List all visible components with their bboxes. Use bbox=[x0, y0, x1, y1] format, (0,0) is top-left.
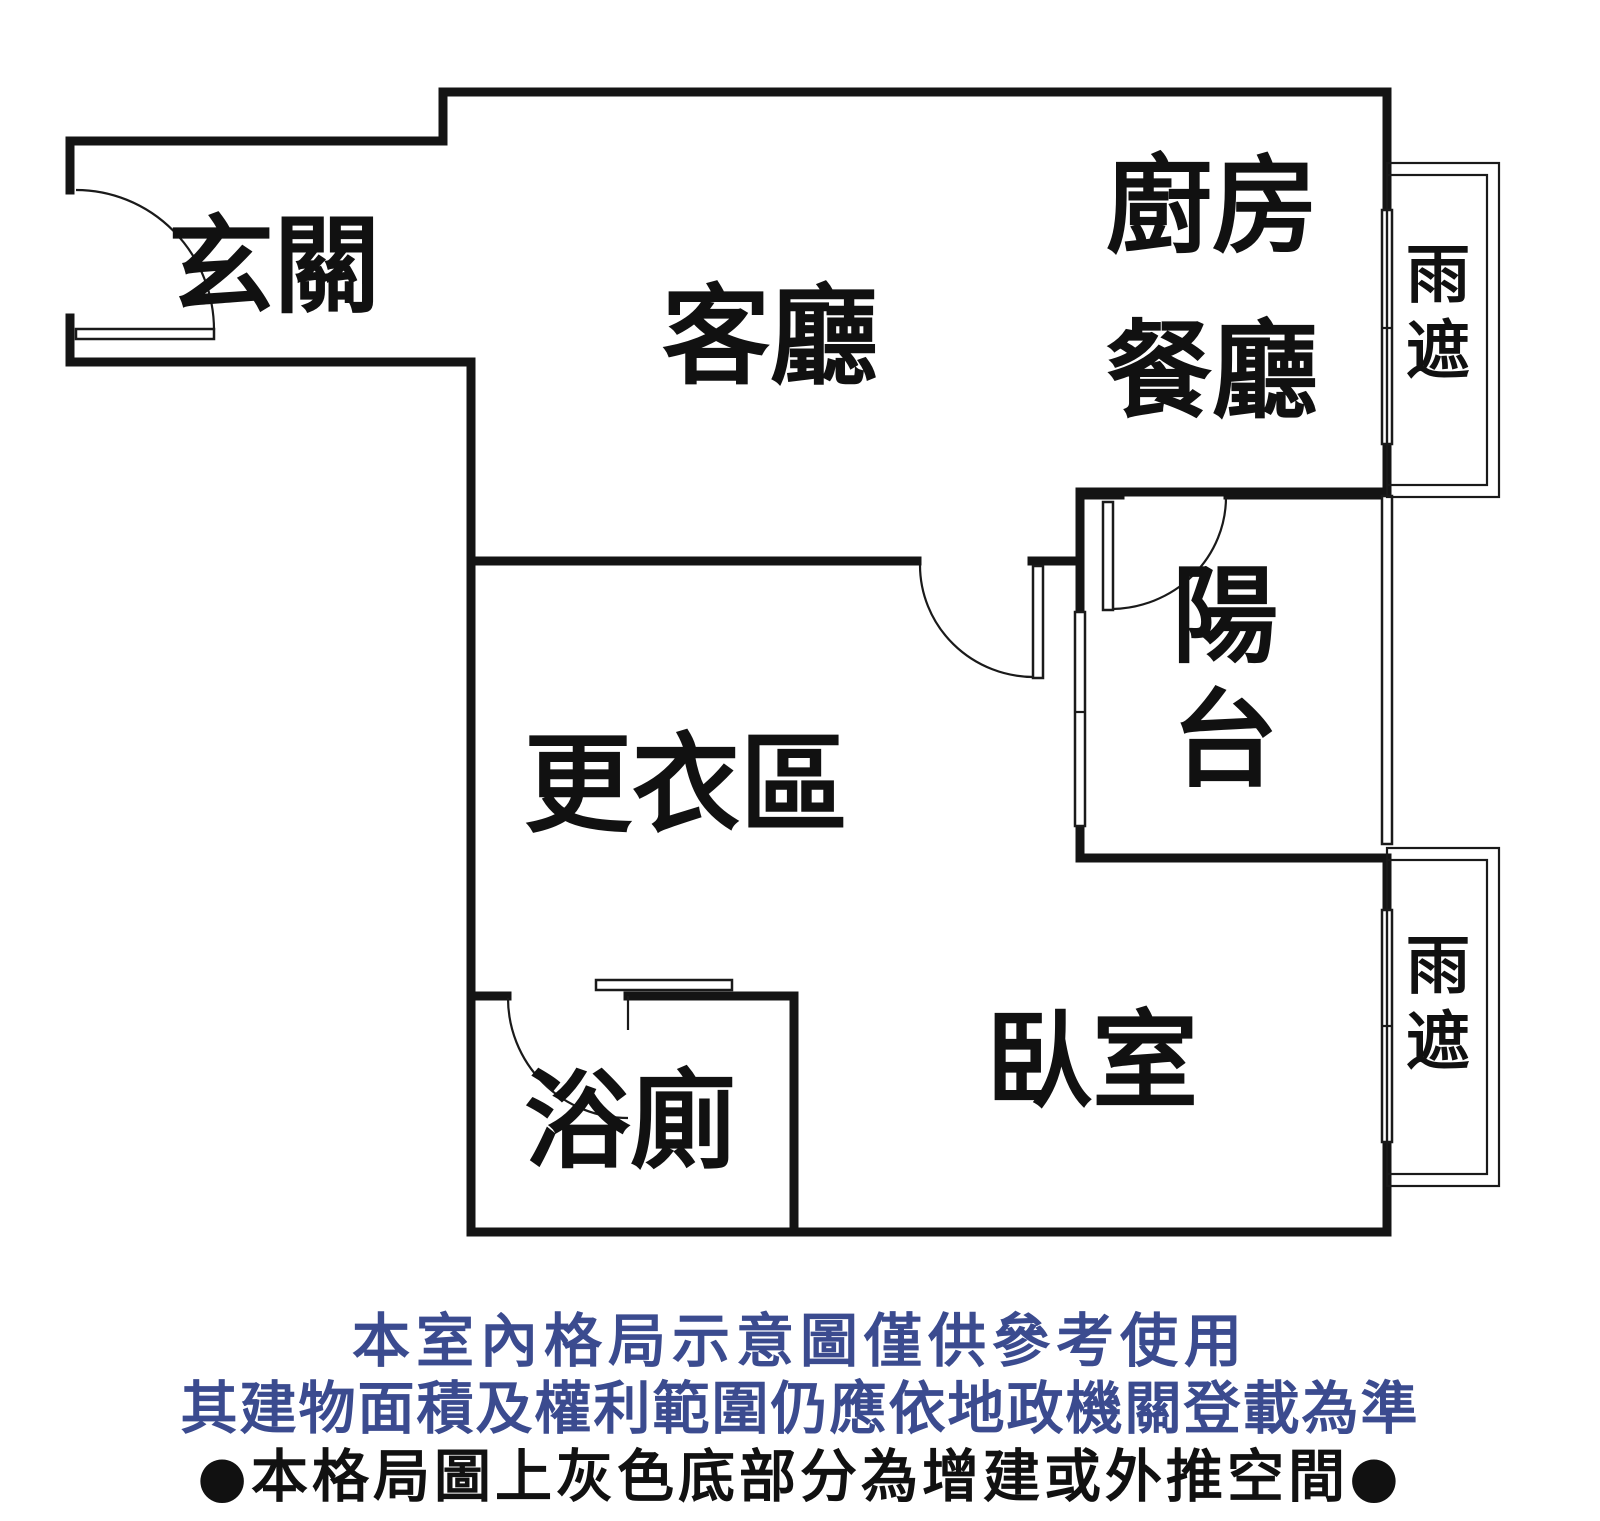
entrance-door-leaf bbox=[74, 327, 216, 341]
label-char: 遮 bbox=[1406, 315, 1470, 389]
bathroom-window bbox=[594, 978, 734, 992]
label-char: 遮 bbox=[1406, 1006, 1470, 1080]
notice-line-1: 本室內格局示意圖僅供參考使用 bbox=[351, 1307, 1248, 1375]
label-living: 客廳 bbox=[662, 275, 878, 400]
balcony-outer-window bbox=[1380, 494, 1394, 846]
label-canopy-top-char: 雨 bbox=[1406, 239, 1470, 313]
notice-line-3: ●本格局圖上灰色底部分為增建或外推空間● bbox=[197, 1444, 1403, 1510]
balcony-door-leaf bbox=[1101, 500, 1115, 612]
bathroom-door-swing bbox=[506, 997, 629, 1120]
label-balcony: 陽台 bbox=[1172, 555, 1278, 802]
canopy-top-inner bbox=[1385, 173, 1489, 487]
canopy-bottom-inner bbox=[1385, 858, 1489, 1176]
label-canopy-top: 雨遮 bbox=[1406, 239, 1470, 389]
label-canopy-bottom-char: 雨 bbox=[1406, 930, 1470, 1004]
label-canopy-bottom: 雨遮 bbox=[1406, 930, 1470, 1080]
label-char: 台 bbox=[1172, 679, 1278, 802]
notice-line-2: 其建物面積及權利範圍仍應依地政機關登載為準 bbox=[180, 1376, 1420, 1442]
label-bathroom: 浴廁 bbox=[524, 1060, 736, 1183]
label-entrance: 玄關 bbox=[168, 205, 380, 328]
label-dining: 餐廳 bbox=[1106, 310, 1318, 433]
wall-bathroom-right bbox=[623, 991, 799, 1237]
dressing-door-swing bbox=[918, 564, 1035, 679]
label-balcony-text: 陽 bbox=[1172, 555, 1278, 678]
label-bedroom: 臥室 bbox=[986, 1000, 1198, 1123]
balcony-inner-window bbox=[1073, 610, 1087, 828]
dressing-door-leaf bbox=[1031, 564, 1045, 680]
balcony-door-swing bbox=[1111, 496, 1228, 611]
label-dressing: 更衣區 bbox=[524, 723, 848, 848]
label-kitchen: 廚房 bbox=[1106, 145, 1318, 268]
entrance-door-swing bbox=[75, 188, 216, 331]
